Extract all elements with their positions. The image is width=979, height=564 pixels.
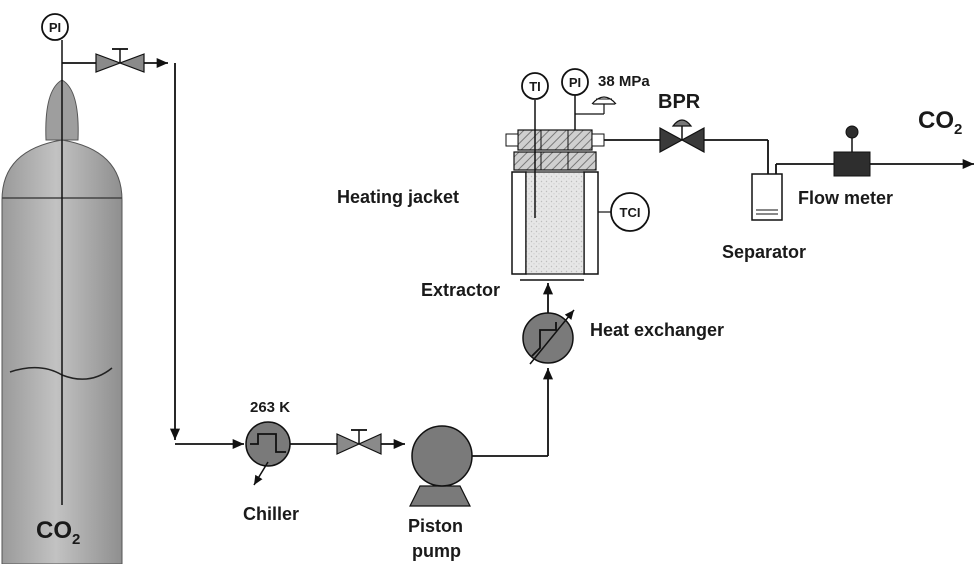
pressure-indicator-extractor: PI: [561, 68, 605, 130]
cylinder-feed-line: [62, 57, 244, 450]
separator-label: Separator: [722, 242, 806, 262]
flow-meter: Flow meter: [798, 125, 893, 208]
heating-jacket-label: Heating jacket: [337, 187, 459, 207]
extractor-assembly: Heating jacket Extractor: [337, 100, 605, 300]
pi-extractor-label: PI: [569, 75, 581, 90]
pressure-label: 38 MPa: [598, 73, 650, 90]
piston-pump: Piston pump: [408, 425, 473, 561]
chiller-temp-label: 263 K: [250, 399, 290, 416]
temperature-controller: TCI: [598, 192, 650, 232]
pressure-relief-icon: [591, 96, 617, 105]
pressure-indicator-cylinder: PI: [41, 13, 69, 41]
separator-to-flowmeter-line: [775, 163, 834, 174]
valve-pump: [336, 429, 382, 455]
tci-label: TCI: [620, 205, 641, 220]
pump-label: pump: [412, 541, 461, 561]
valve-cylinder: [95, 48, 145, 73]
temperature-indicator: TI: [521, 72, 549, 100]
co2-outlet-label: CO2: [918, 107, 962, 138]
chiller: 263 K Chiller: [243, 399, 299, 524]
ti-label: TI: [529, 79, 541, 94]
extractor-label: Extractor: [421, 280, 500, 300]
piston-label: Piston: [408, 516, 463, 536]
pi-cylinder-label: PI: [49, 20, 61, 35]
co2-cylinder: CO2: [1, 40, 123, 564]
back-pressure-regulator: BPR: [658, 91, 705, 154]
heat-exchanger: Heat exchanger: [522, 309, 724, 365]
separator: Separator: [722, 173, 806, 262]
bpr-label: BPR: [658, 91, 701, 113]
pump-to-exchanger-line: [472, 368, 554, 457]
heat-exchanger-label: Heat exchanger: [590, 320, 724, 340]
co2-cylinder-label: CO2: [36, 517, 80, 548]
chiller-label: Chiller: [243, 504, 299, 524]
flow-meter-label: Flow meter: [798, 188, 893, 208]
